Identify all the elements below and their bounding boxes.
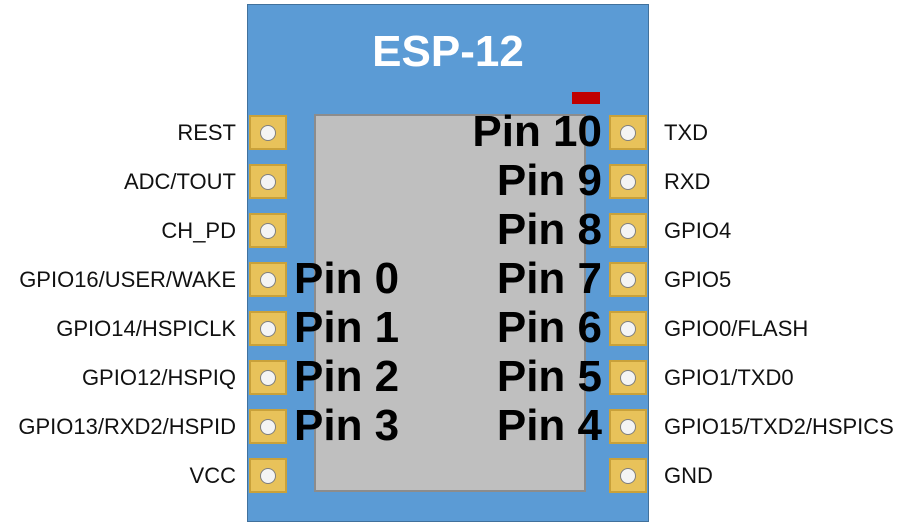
- left-pin-label: GPIO13/RXD2/HSPID: [18, 414, 236, 439]
- pad-right-8: [609, 458, 647, 493]
- pad-hole-icon: [260, 174, 276, 190]
- pin-number: Pin 6: [496, 303, 602, 352]
- pad-right-3: [609, 213, 647, 248]
- left-pin-label: CH_PD: [161, 218, 236, 243]
- pad-hole-icon: [260, 419, 276, 435]
- pad-hole-icon: [260, 223, 276, 239]
- pad-hole-icon: [260, 370, 276, 386]
- pin-number: Pin 1: [294, 303, 400, 352]
- pad-hole-icon: [620, 468, 636, 484]
- pad-hole-icon: [620, 125, 636, 141]
- right-pin-label: GND: [664, 463, 713, 488]
- pad-hole-icon: [620, 174, 636, 190]
- pad-hole-icon: [620, 370, 636, 386]
- right-pin-label: GPIO4: [664, 218, 732, 243]
- pin-number: Pin 9: [496, 156, 602, 205]
- pin-number: Pin 7: [496, 254, 602, 303]
- pad-left-1: [249, 115, 287, 150]
- pad-hole-icon: [260, 321, 276, 337]
- left-pin-label: VCC: [189, 463, 236, 488]
- pin-number: Pin 8: [496, 205, 602, 254]
- left-pin-label: ADC/TOUT: [123, 169, 236, 194]
- pad-right-6: [609, 360, 647, 395]
- pad-right-1: [609, 115, 647, 150]
- pin-number: Pin 3: [294, 401, 400, 450]
- pad-hole-icon: [260, 272, 276, 288]
- pad-hole-icon: [620, 272, 636, 288]
- pad-left-2: [249, 164, 287, 199]
- pin-number: Pin 4: [496, 401, 602, 450]
- right-pin-label: GPIO0/FLASH: [664, 316, 809, 341]
- pin-number: Pin 5: [496, 352, 602, 401]
- pad-left-8: [249, 458, 287, 493]
- left-pin-label: GPIO14/HSPICLK: [56, 316, 236, 341]
- right-pin-label: RXD: [664, 169, 711, 194]
- pad-right-7: [609, 409, 647, 444]
- left-pin-label: GPIO16/USER/WAKE: [19, 267, 236, 292]
- status-led: [572, 92, 600, 104]
- left-pin-label: REST: [177, 120, 236, 145]
- right-pin-label: TXD: [664, 120, 708, 145]
- pad-left-5: [249, 311, 287, 346]
- board-title: ESP-12: [372, 27, 524, 76]
- pad-left-4: [249, 262, 287, 297]
- right-pin-label: GPIO15/TXD2/HSPICS: [664, 414, 894, 439]
- esp12-board: ESP-12: [247, 4, 649, 522]
- left-pin-label: GPIO12/HSPIQ: [81, 365, 236, 390]
- metal-shield-chip: [314, 114, 586, 492]
- pad-right-4: [609, 262, 647, 297]
- pad-hole-icon: [620, 223, 636, 239]
- pin-number: Pin 10: [472, 107, 602, 156]
- right-pin-label: GPIO5: [664, 267, 732, 292]
- right-pin-label: GPIO1/TXD0: [664, 365, 794, 390]
- pad-hole-icon: [260, 468, 276, 484]
- pad-right-2: [609, 164, 647, 199]
- pad-left-7: [249, 409, 287, 444]
- pad-left-6: [249, 360, 287, 395]
- pin-number: Pin 2: [294, 352, 400, 401]
- pin-number: Pin 0: [294, 254, 400, 303]
- pad-hole-icon: [620, 321, 636, 337]
- pad-right-5: [609, 311, 647, 346]
- pad-left-3: [249, 213, 287, 248]
- pad-hole-icon: [620, 419, 636, 435]
- pad-hole-icon: [260, 125, 276, 141]
